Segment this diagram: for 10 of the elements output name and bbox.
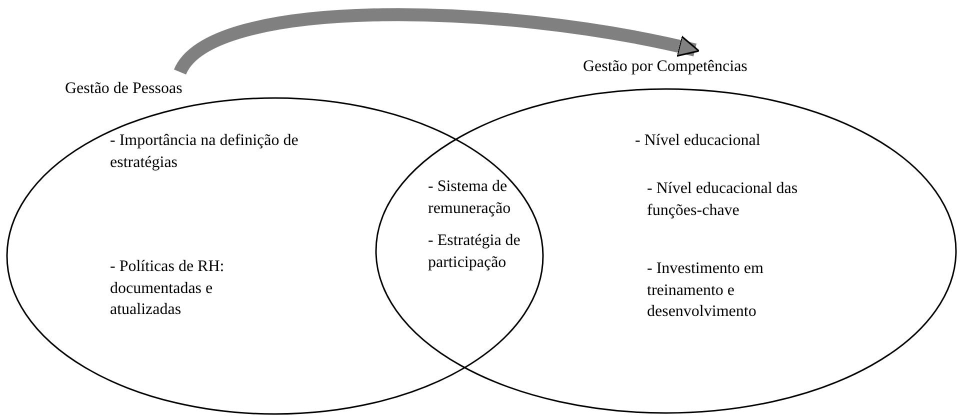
set-item-text: - Importância na definição de estratégias bbox=[110, 131, 300, 173]
overlap-item-text: - Sistema de remuneração bbox=[428, 177, 512, 219]
overlap-item-text: - Estratégia de participação bbox=[428, 231, 522, 273]
set-title: Gestão de Pessoas bbox=[65, 79, 182, 99]
set-item-text: - Investimento em treinamento e desenvolvimento bbox=[647, 259, 764, 322]
set-item-text: - Nível educacional bbox=[635, 131, 760, 151]
set-item-text: - Nível educacional das funções-chave bbox=[647, 179, 799, 221]
set-item-text: - Políticas de RH: documentadas e atualizadas bbox=[110, 257, 226, 320]
curved-arrow bbox=[174, 8, 700, 76]
set-title: Gestão por Competências bbox=[583, 57, 748, 77]
